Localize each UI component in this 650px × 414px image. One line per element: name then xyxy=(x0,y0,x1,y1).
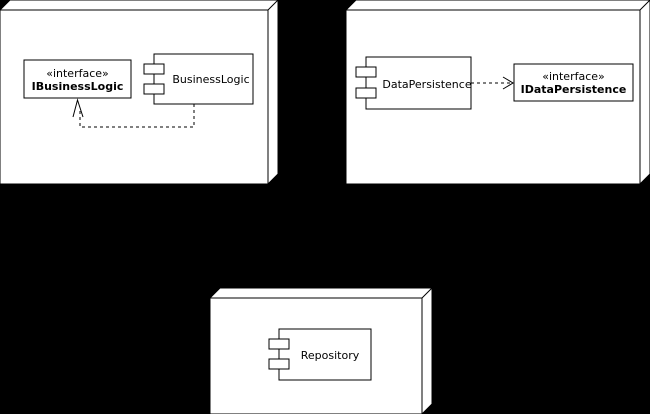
node-1[interactable] xyxy=(0,0,279,185)
interface-ibusinesslogic[interactable]: «interface» IBusinessLogic xyxy=(23,59,132,99)
realization-edge[interactable] xyxy=(72,98,195,128)
component-name: DataPersistence xyxy=(382,78,471,91)
component-port-bottom-icon xyxy=(143,83,165,95)
component-port-bottom-icon xyxy=(355,87,377,99)
component-name: BusinessLogic xyxy=(172,73,249,86)
component-box xyxy=(153,53,254,105)
interface-name: IDataPersistence xyxy=(521,83,627,96)
interface-box xyxy=(513,63,634,102)
node-3-depth-edge xyxy=(421,287,433,299)
realization-arrowhead-icon xyxy=(72,98,84,118)
component-box xyxy=(278,328,372,381)
dependency-edge[interactable] xyxy=(471,76,514,90)
component-box xyxy=(365,56,472,110)
interface-idatapersistence[interactable]: «interface» IDataPersistence xyxy=(513,63,634,102)
component-port-top-icon xyxy=(355,66,377,78)
component-datapersistence[interactable]: DataPersistence xyxy=(355,56,472,110)
node-2-depth-edge xyxy=(639,0,650,11)
component-port-top-icon xyxy=(268,338,290,350)
dependency-arrowhead-icon xyxy=(502,76,514,90)
component-port-bottom-icon xyxy=(268,358,290,370)
interface-name: IBusinessLogic xyxy=(32,80,124,93)
node-1-depth-edge xyxy=(267,0,279,11)
component-repository[interactable]: Repository xyxy=(268,328,372,381)
component-businesslogic[interactable]: BusinessLogic xyxy=(143,53,254,105)
component-name: Repository xyxy=(301,349,360,362)
interface-stereotype: «interface» xyxy=(46,67,109,80)
interface-stereotype: «interface» xyxy=(542,70,605,83)
node-2[interactable] xyxy=(345,0,650,185)
component-port-top-icon xyxy=(143,63,165,75)
interface-box xyxy=(23,59,132,99)
realization-line xyxy=(79,104,195,128)
